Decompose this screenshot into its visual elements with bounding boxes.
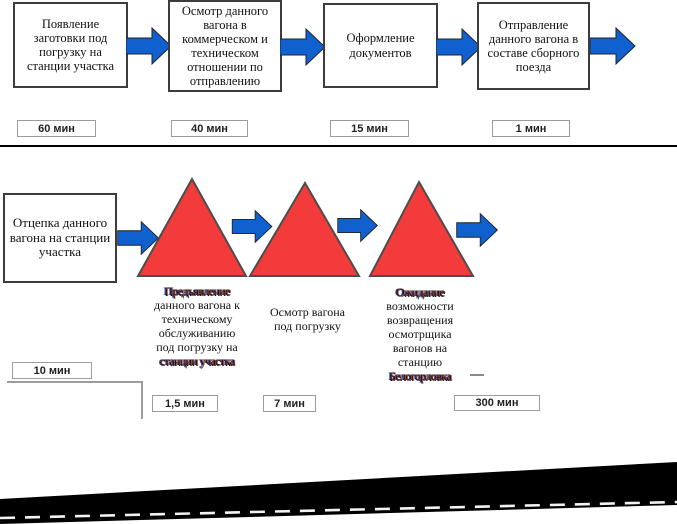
caption-line: Предъявление — [131, 284, 263, 298]
caption-line: Белогорловка — [370, 369, 470, 383]
wait-triangle-icon — [248, 181, 361, 279]
timeline-bracket-horizontal — [7, 381, 143, 383]
wait-triangle-icon — [136, 177, 248, 279]
flow-arrow-icon — [436, 26, 482, 68]
wait-triangle-icon — [368, 180, 475, 279]
time-label-10min: 10 мин — [12, 362, 92, 379]
time-label-40min: 40 мин — [171, 120, 248, 137]
process-box-departure-train: Отправление данного вагона в составе сбо… — [477, 2, 590, 90]
flow-arrow-icon — [337, 207, 379, 244]
caption-line: обслуживанию — [131, 326, 263, 340]
section-divider-line — [0, 145, 677, 147]
caption-line: осмотрщика — [370, 327, 470, 341]
time-label-7min: 7 мин — [263, 395, 316, 412]
flow-arrow-icon — [454, 211, 501, 249]
timeline-tick — [470, 374, 484, 376]
caption-line: вагонов на — [370, 341, 470, 355]
process-box-appearance: Появление заготовки под погрузку на стан… — [13, 2, 128, 88]
timeline-band — [0, 455, 677, 524]
caption-line: станции участка — [131, 354, 263, 368]
process-box-inspection-departure: Осмотр данного вагона в коммерческом и т… — [168, 0, 282, 92]
caption-line: данного вагона к — [131, 298, 263, 312]
caption-line: техническому — [131, 312, 263, 326]
time-label-60min: 60 мин — [17, 120, 96, 137]
timeline-bracket-vertical — [141, 381, 143, 419]
triangle-caption-waiting-return: Ожидание возможности возвращения осмотрщ… — [370, 285, 470, 383]
band-shape — [0, 462, 677, 524]
flow-arrow-icon — [116, 219, 161, 257]
time-label-300min: 300 мин — [454, 395, 540, 411]
process-box-documents: Оформление документов — [323, 3, 438, 88]
caption-line: станцию — [370, 355, 470, 369]
process-box-uncoupling: Отцепка данного вагона на станции участк… — [3, 193, 117, 283]
flow-arrow-icon — [590, 25, 636, 67]
flow-arrow-icon — [280, 26, 326, 68]
flow-arrow-icon — [231, 208, 274, 245]
flow-arrow-icon — [126, 25, 172, 67]
time-label-1min: 1 мин — [492, 120, 570, 137]
dashed-line — [0, 500, 677, 520]
caption-line: под погрузку на — [131, 340, 263, 354]
time-label-1-5min: 1,5 мин — [152, 395, 218, 412]
caption-line: Осмотр вагона — [269, 304, 346, 319]
caption-line: возможности — [370, 299, 470, 313]
caption-line: под погрузку — [274, 318, 341, 333]
triangle-caption-inspection-loading: Осмотр вагона под погрузку — [247, 280, 368, 357]
caption-line: возвращения — [370, 313, 470, 327]
time-label-15min: 15 мин — [330, 120, 409, 137]
triangle-caption-maintenance: Предъявление данного вагона к техническо… — [131, 284, 263, 368]
caption-line: Ожидание — [370, 285, 470, 299]
